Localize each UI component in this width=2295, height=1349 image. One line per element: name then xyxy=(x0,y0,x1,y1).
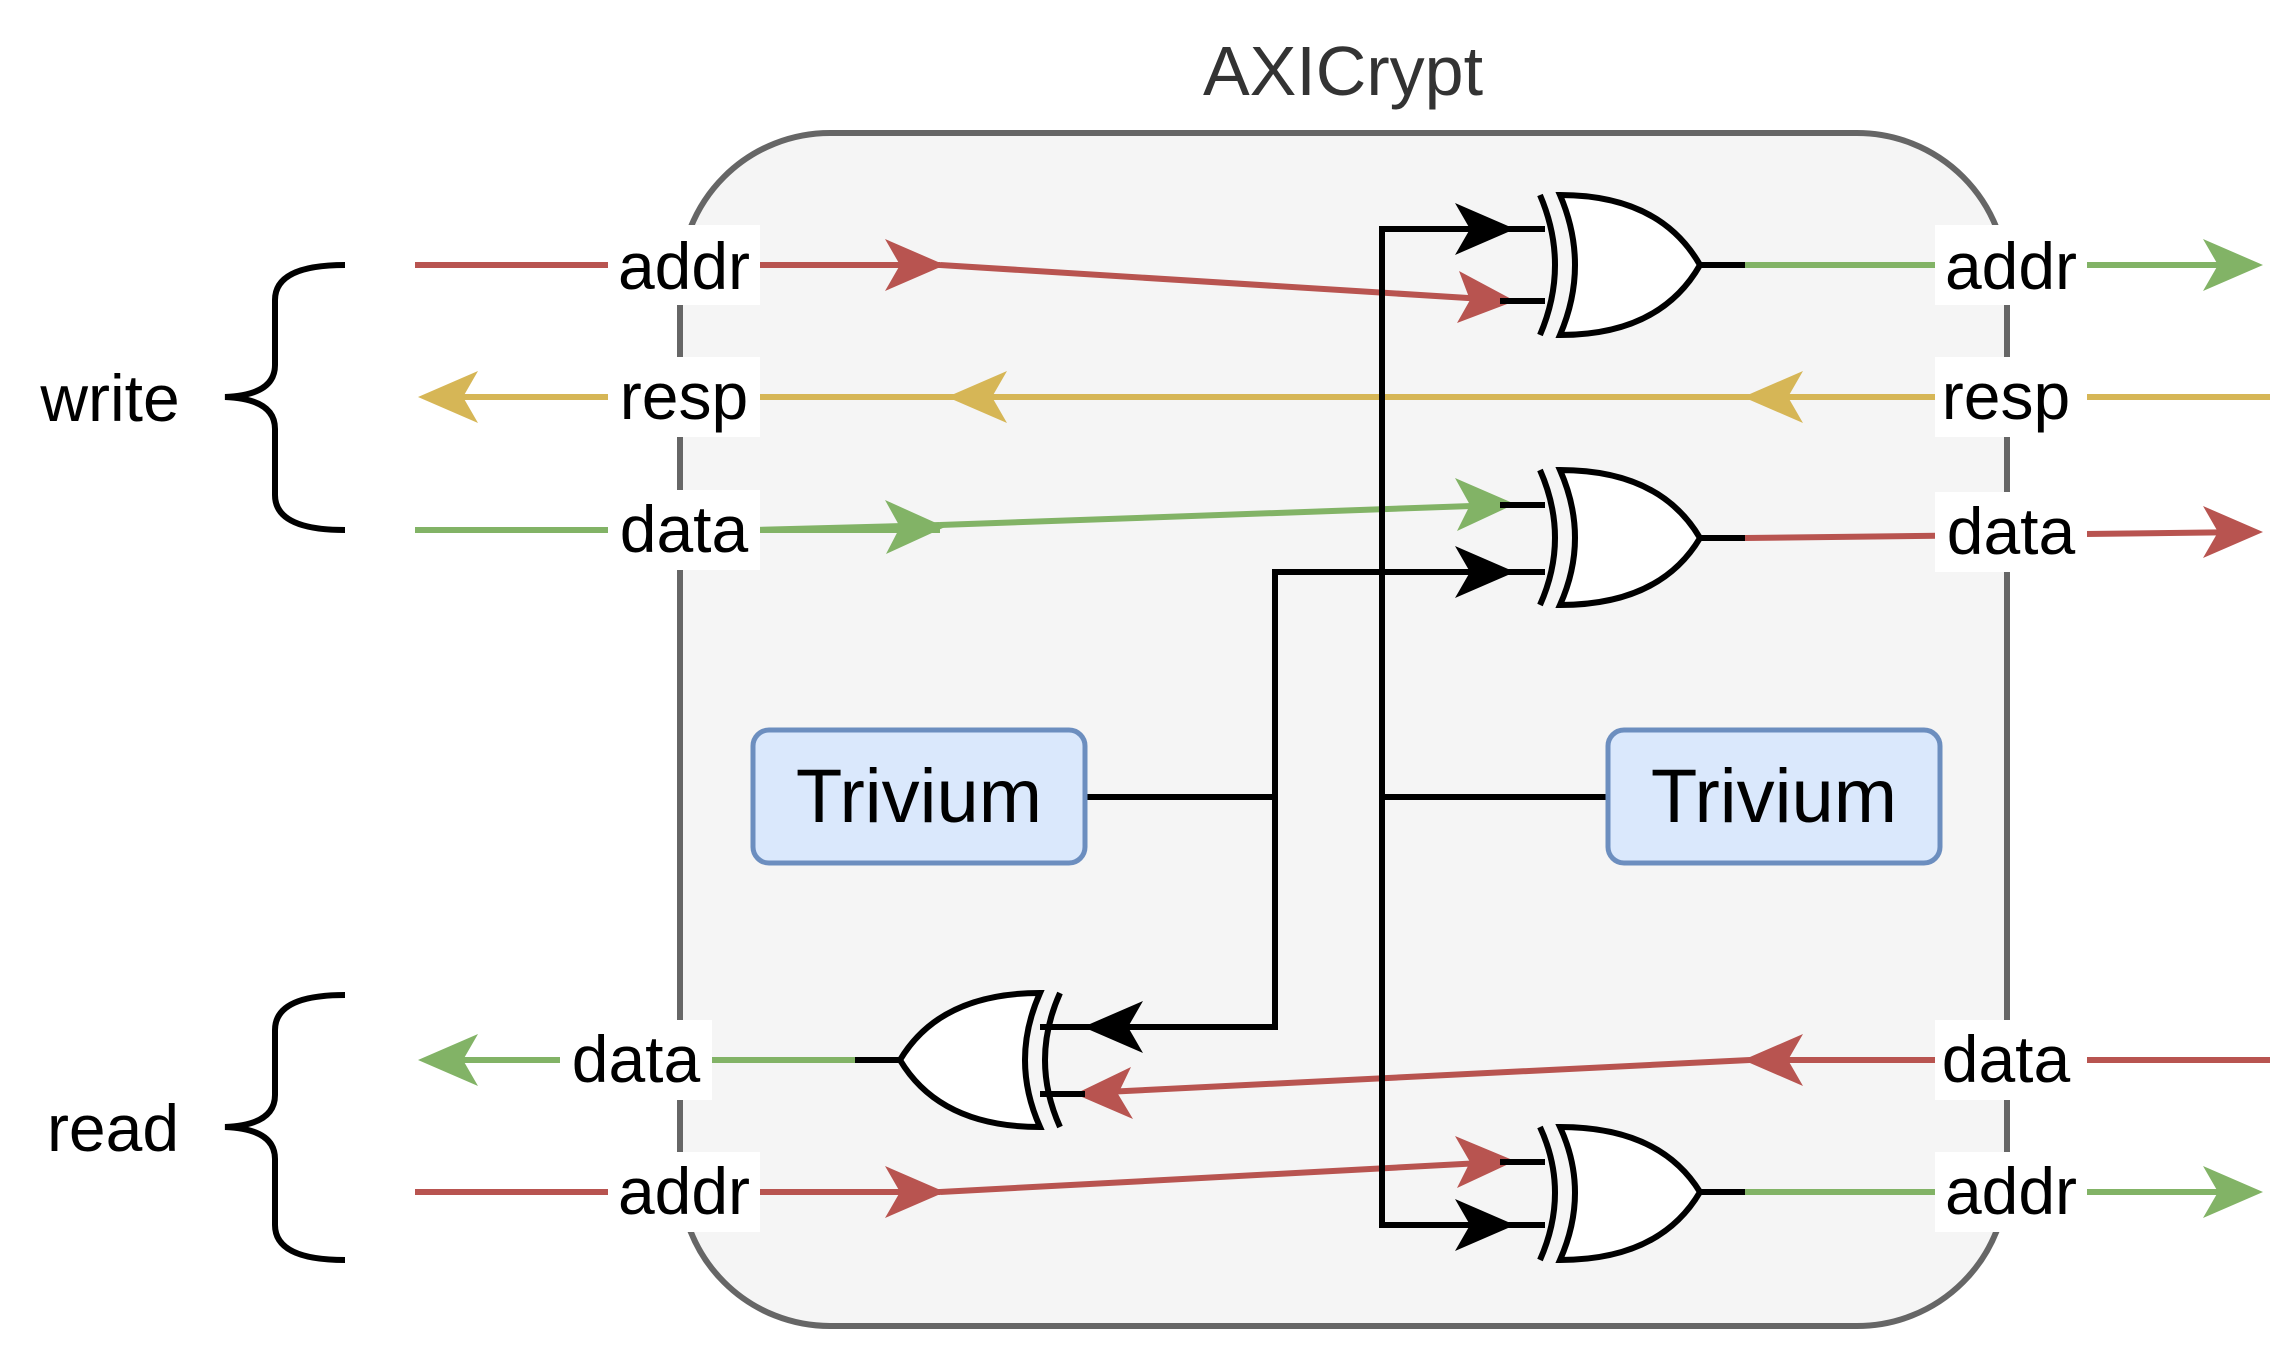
read-addr-xor-gate xyxy=(1555,1123,1704,1264)
read-brace xyxy=(224,992,346,1263)
write-data-xor-gate xyxy=(1555,466,1704,609)
trivium-left-label: Trivium xyxy=(796,754,1042,839)
write-brace xyxy=(224,262,346,533)
right-write-data-label: data xyxy=(1947,494,2076,568)
left-write-addr-label: addr xyxy=(618,229,750,303)
left-labels: addr resp data data addr xyxy=(560,225,760,1232)
trivium-right-block xyxy=(1605,727,1943,866)
trivium-left-block xyxy=(750,727,1088,866)
axicrypt-title: AXICrypt xyxy=(1203,32,1483,110)
write-addr-xor-gate xyxy=(1555,191,1704,339)
read-addr-channel xyxy=(415,1123,2263,1264)
left-read-data-label: data xyxy=(572,1022,701,1096)
left-write-data-label: data xyxy=(620,492,749,566)
write-group-label: write xyxy=(39,361,179,435)
read-group-label: read xyxy=(47,1091,179,1165)
right-write-resp-label: resp xyxy=(1942,359,2070,433)
right-read-data-label: data xyxy=(1942,1022,2071,1096)
read-data-channel xyxy=(418,989,2270,1131)
left-write-resp-label: resp xyxy=(620,359,748,433)
read-data-xor-back xyxy=(1042,991,1063,1129)
read-addr-xor-back xyxy=(1537,1125,1558,1262)
right-labels: addr resp data data addr xyxy=(1935,225,2087,1232)
write-addr-channel xyxy=(415,191,2263,339)
read-data-xor-gate xyxy=(896,989,1045,1131)
right-read-addr-label: addr xyxy=(1945,1154,2077,1228)
write-addr-xor-back xyxy=(1537,193,1558,337)
trivium-right-label: Trivium xyxy=(1651,754,1897,839)
left-read-addr-label: addr xyxy=(618,1154,750,1228)
keystream-wiring xyxy=(1083,203,1608,1251)
right-write-addr-label: addr xyxy=(1945,229,2077,303)
write-data-xor-back xyxy=(1537,468,1558,607)
